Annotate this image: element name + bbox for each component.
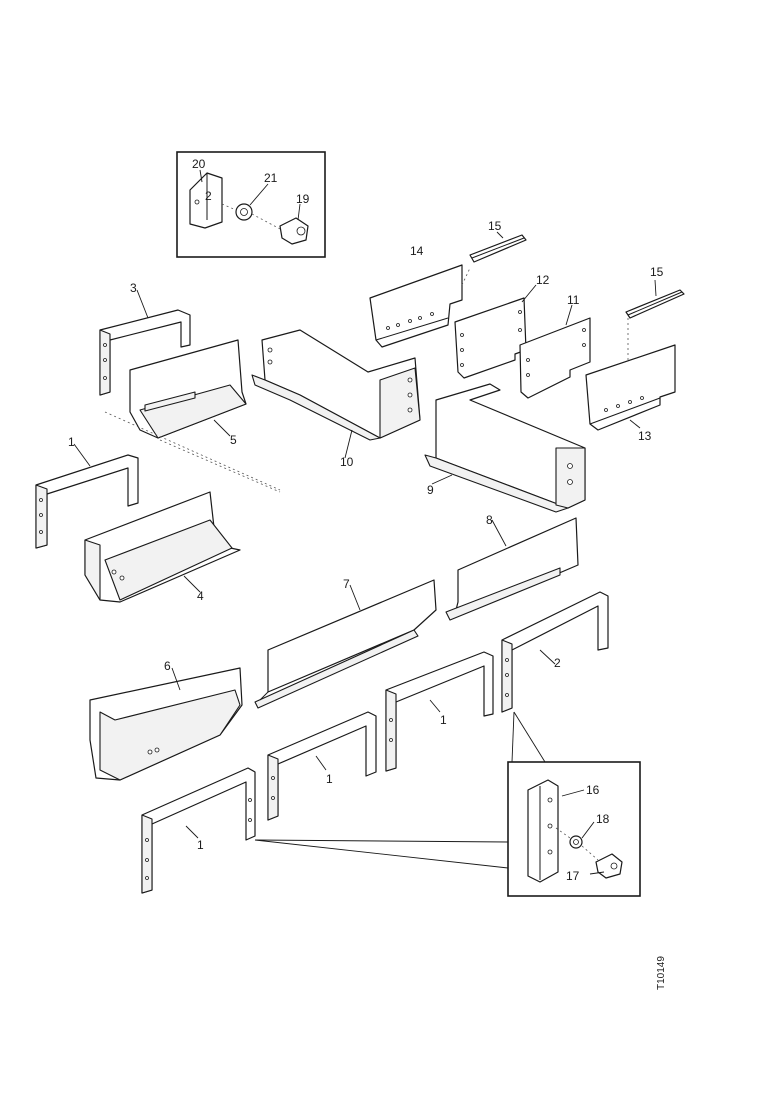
leader-inset-d (254, 839, 509, 869)
inset-frame-top (176, 151, 326, 258)
callout-2-inset: 2 (205, 189, 212, 203)
part-14-panel: 14 (369, 244, 471, 348)
leader-inset-a (513, 711, 546, 763)
part-2-bracket: 2 (501, 591, 609, 713)
drawing-code: T10149 (656, 956, 667, 990)
part-3-bracket: 3 (99, 281, 191, 396)
callout-19: 19 (296, 192, 310, 206)
callout-9: 9 (427, 483, 434, 497)
callout-8: 8 (486, 513, 493, 527)
part-17-screw (595, 853, 623, 879)
part-7-panel: 7 (254, 577, 437, 709)
callout-1-upper: 1 (68, 435, 75, 449)
callout-1-right: 1 (440, 713, 447, 727)
callout-1-middle: 1 (326, 772, 333, 786)
callout-1-lower: 1 (197, 838, 204, 852)
inset-detail-top: 20 21 19 2 (176, 151, 326, 258)
callout-16: 16 (586, 783, 600, 797)
part-19-screw (279, 217, 309, 245)
leader-inset-c (254, 839, 509, 843)
callout-5: 5 (230, 433, 237, 447)
callout-18: 18 (596, 812, 610, 826)
part-16-channel (527, 779, 559, 883)
callout-14: 14 (410, 244, 424, 258)
part-11-panel: 11 (519, 293, 591, 399)
part-13-panel: 13 (585, 344, 676, 443)
callout-21: 21 (264, 171, 278, 185)
callout-2: 2 (554, 656, 561, 670)
part-4-trough: 4 (84, 491, 241, 603)
callout-12: 12 (536, 273, 550, 287)
part-10-housing: 10 (251, 329, 421, 469)
part-8-panel: 8 (445, 513, 579, 621)
part-9-housing: 9 (424, 383, 586, 513)
part-15-strip-upper: 15 (469, 219, 527, 263)
callout-10: 10 (340, 455, 354, 469)
part-1-bracket-lower: 1 (141, 767, 256, 894)
callout-11: 11 (567, 293, 580, 307)
callout-15-upper: 15 (488, 219, 502, 233)
leader-inset-b (511, 711, 515, 763)
callout-4: 4 (197, 589, 204, 603)
part-5-trough: 5 (129, 339, 247, 447)
part-1-bracket-upper: 1 (35, 435, 139, 549)
part-1-bracket-middle: 1 (267, 711, 377, 821)
inset-frame-bottom (507, 761, 641, 897)
callout-13: 13 (638, 429, 652, 443)
callout-20: 20 (192, 157, 206, 171)
inset-detail-bottom: 16 18 17 (507, 761, 641, 897)
callout-15-right: 15 (650, 265, 664, 279)
callout-3: 3 (130, 281, 137, 295)
part-1-bracket-right: 1 (385, 651, 494, 772)
callout-17: 17 (566, 869, 580, 883)
callout-7: 7 (343, 577, 350, 591)
callout-6: 6 (164, 659, 171, 673)
part-15-strip-right: 15 (625, 265, 685, 360)
part-12-panel: 12 (454, 273, 550, 379)
part-6-trough: 6 (89, 659, 243, 781)
